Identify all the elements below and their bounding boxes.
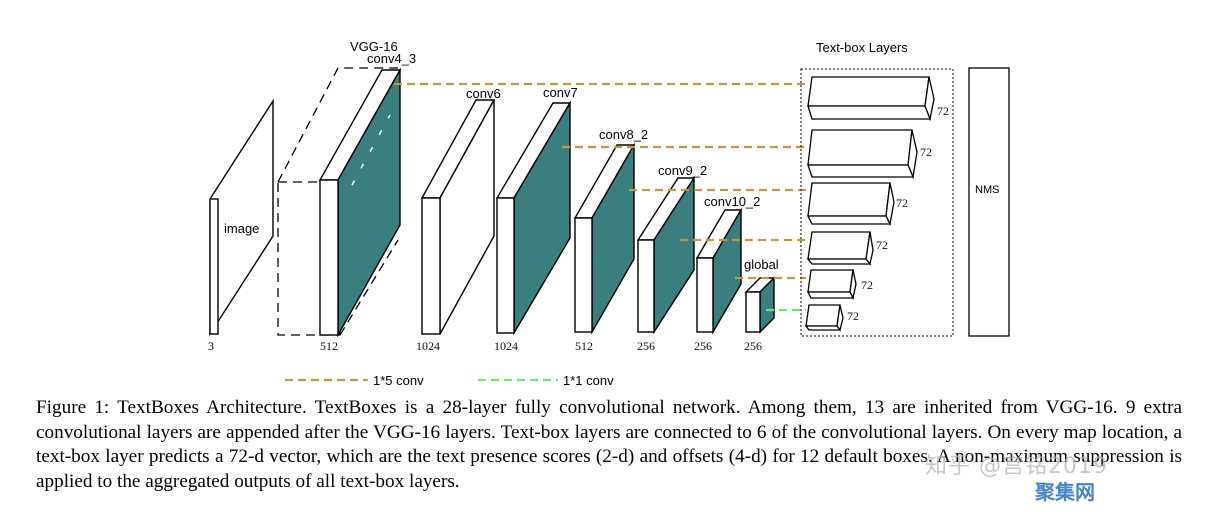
textbox-dim-6: 72 (847, 309, 859, 323)
textbox-output-2: 72 (807, 129, 932, 180)
vgg16-label: VGG-16 (350, 39, 398, 54)
image-label: image (224, 221, 259, 236)
textbox-output-5: 72 (806, 269, 873, 300)
nms-block: NMS (968, 67, 1010, 337)
conv8_2-label: conv8_2 (599, 127, 648, 142)
channels-global: 256 (744, 339, 762, 353)
conv9_2-label: conv9_2 (658, 163, 707, 178)
textbox-dim-5: 72 (861, 278, 873, 292)
channels-conv9_2: 256 (637, 339, 655, 353)
textbox-title: Text-box Layers (816, 40, 908, 55)
channels-conv10_2: 256 (694, 339, 712, 353)
channels-conv8_2: 512 (575, 339, 593, 353)
legend-label-1x1: 1*1 conv (563, 373, 614, 388)
layer-conv9_2: conv9_2 256 (636, 163, 707, 353)
layer-conv4_3: conv4_3 512 (318, 51, 416, 353)
layer-conv7: conv7 1024 (494, 85, 578, 353)
layer-image: image 3 (208, 98, 274, 353)
textbox-output-1: 72 (807, 76, 949, 122)
architecture-diagram: image 3 VGG-16 conv4_3 512 conv6 1024 co… (208, 39, 1010, 388)
textbox-layers: Text-box Layers 72 72 72 72 (800, 40, 954, 337)
layer-conv8_2: conv8_2 512 (573, 127, 648, 353)
legend-label-1x5: 1*5 conv (373, 373, 424, 388)
textbox-dim-3: 72 (896, 196, 908, 210)
conv6-label: conv6 (466, 86, 501, 101)
channels-conv4_3: 512 (320, 339, 338, 353)
conv4_3-label: conv4_3 (367, 51, 416, 66)
channels-conv7: 1024 (494, 339, 518, 353)
textbox-dim-4: 72 (876, 238, 888, 252)
connections (394, 82, 806, 312)
textbox-output-3: 72 (806, 182, 908, 227)
layer-global: global 256 (744, 257, 779, 353)
figure-caption: Figure 1: TextBoxes Architecture. TextBo… (36, 397, 1182, 492)
textbox-dim-1: 72 (937, 104, 949, 118)
channels-image: 3 (208, 339, 214, 353)
nms-label: NMS (975, 184, 999, 196)
global-label: global (744, 257, 779, 272)
textbox-output-4: 72 (806, 231, 888, 266)
layer-conv6: conv6 1024 (416, 86, 501, 353)
textbox-output-6: 72 (804, 304, 859, 332)
legend: 1*5 conv 1*1 conv (285, 373, 614, 388)
channels-conv6: 1024 (416, 339, 440, 353)
textbox-dim-2: 72 (920, 145, 932, 159)
conv10_2-label: conv10_2 (704, 194, 760, 209)
conv7-label: conv7 (543, 85, 578, 100)
